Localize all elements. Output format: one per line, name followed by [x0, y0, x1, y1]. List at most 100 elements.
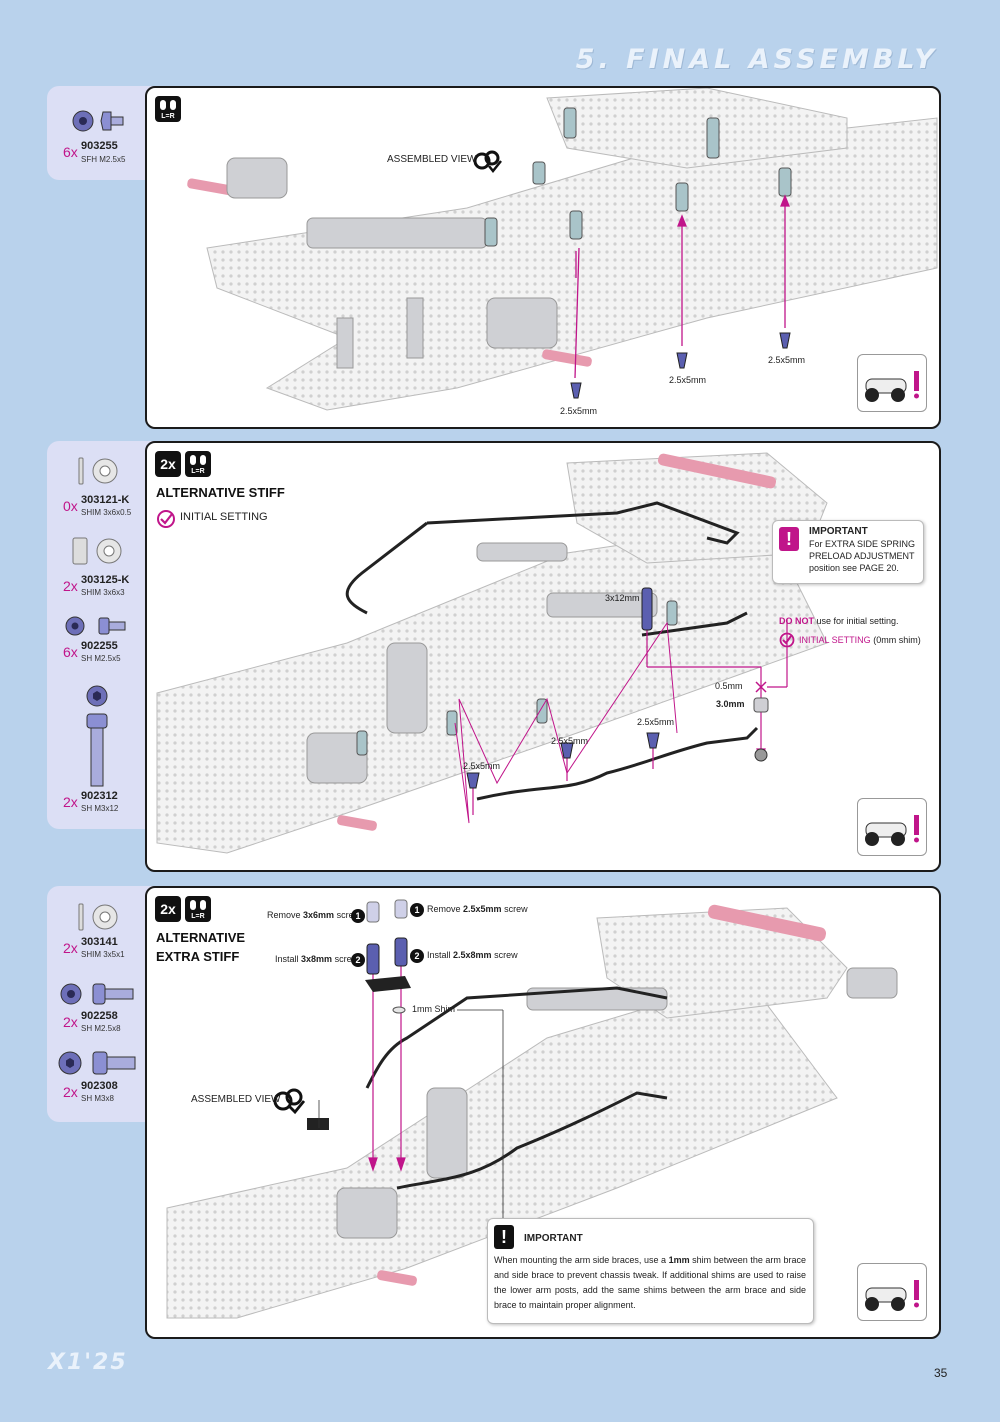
step3-panel: 2x L=R ALTERNATIVE EXTRA STIFF: [145, 886, 941, 1339]
part-number: 902258: [81, 1010, 118, 1022]
long-screw-icon: [86, 685, 108, 787]
shim-icon: [78, 457, 118, 485]
part-number: 902308: [81, 1080, 118, 1092]
chassis-illustration: [187, 88, 938, 411]
initial-setting-note: INITIAL SETTING (0mm shim): [799, 635, 921, 645]
screw-label: 2.5x5mm: [551, 736, 589, 746]
part-qty: 2x: [63, 794, 78, 810]
exclamation-icon: !: [779, 527, 799, 551]
important-text: shim between the arm brace and side brac…: [494, 1255, 806, 1310]
install-left-note: Install 3x8mm screw: [275, 954, 358, 964]
screw-word: screw: [504, 904, 528, 914]
part-number: 903255: [81, 140, 118, 152]
do-not-text: use for initial setting.: [816, 616, 899, 626]
assembled-view-icon: [273, 1088, 306, 1115]
shim-label: 1mm Shim: [412, 1004, 456, 1014]
install-right-note: Install 2.5x8mm screw: [427, 950, 518, 960]
brand-logo: X1'25: [48, 1350, 128, 1375]
flat-head-screw-icon: [72, 110, 124, 132]
page-number: 35: [934, 1366, 948, 1380]
screw-size: 3x8mm: [301, 954, 333, 964]
car-thumbnail-icon: [857, 1263, 927, 1321]
part-qty: 2x: [63, 1014, 78, 1030]
part-number: 303141: [81, 936, 118, 948]
step-number-badge: 1: [410, 903, 424, 917]
initial-setting-label: INITIAL SETTING: [180, 511, 268, 523]
step-number-badge: 1: [351, 909, 365, 923]
part-desc: SHIM 3x5x1: [81, 950, 125, 959]
section-title-line2: EXTRA STIFF: [156, 949, 240, 964]
screw-label: 2.5x5mm: [768, 355, 806, 365]
part-qty: 6x: [63, 144, 78, 160]
exclamation-icon: !: [494, 1225, 514, 1249]
zero-shim-text: (0mm shim): [873, 635, 921, 645]
part-qty: 0x: [63, 498, 78, 514]
multiplier-badge: 2x: [155, 451, 181, 477]
do-not-note: DO NOT use for initial setting.: [779, 616, 899, 626]
screw-size: 2.5x5mm: [463, 904, 502, 914]
screw-label: 2.5x5mm: [637, 717, 675, 727]
important-body: When mounting the arm side braces, use a…: [494, 1253, 806, 1313]
socket-head-screw-icon: [60, 983, 134, 1005]
part-number: 303121-K: [81, 494, 130, 506]
screw-word: screw: [334, 954, 359, 964]
part-number: 902255: [81, 640, 118, 652]
part-desc: SH M3x8: [81, 1094, 114, 1103]
assembled-view-icon: [473, 150, 502, 174]
socket-head-screw-icon: [58, 1051, 136, 1075]
multiplier-badge: 2x: [155, 896, 181, 922]
screw-label: 2.5x5mm: [669, 375, 707, 385]
important-text: PRELOAD ADJUSTMENT: [809, 551, 915, 561]
do-not-label: DO NOT: [779, 616, 814, 626]
part-qty: 6x: [63, 644, 78, 660]
part-desc: SHIM 3x6x3: [81, 588, 125, 597]
check-circle-icon: [779, 632, 795, 648]
screw-size: 3x6mm: [303, 910, 335, 920]
chassis-illustration: [156, 452, 828, 854]
install-verb: Install: [275, 954, 299, 964]
important-title: IMPORTANT: [809, 526, 868, 537]
socket-head-screw-icon: [65, 616, 126, 636]
part-desc: SH M2.5x8: [81, 1024, 121, 1033]
part-number: 902312: [81, 790, 118, 802]
important-callout: ! IMPORTANT When mounting the arm side b…: [487, 1218, 814, 1324]
part-desc: SFH M2.5x5: [81, 155, 126, 164]
lr-icon: L=R: [185, 451, 211, 477]
assembled-view-label: ASSEMBLED VIEW: [387, 154, 477, 165]
section-title: ALTERNATIVE STIFF: [156, 485, 285, 500]
install-verb: Install: [427, 950, 451, 960]
remove-left-note: Remove 3x6mm screw: [267, 910, 360, 920]
part-qty: 2x: [63, 940, 78, 956]
part-qty: 2x: [63, 578, 78, 594]
remove-verb: Remove: [267, 910, 301, 920]
initial-setting-label: INITIAL SETTING: [799, 635, 871, 645]
remove-verb: Remove: [427, 904, 461, 914]
screw-word: screw: [494, 950, 518, 960]
screw-word: screw: [336, 910, 361, 920]
part-desc: SH M2.5x5: [81, 654, 121, 663]
part-desc: SHIM 3x6x0.5: [81, 508, 132, 517]
screw-label: 3x12mm: [605, 593, 640, 603]
important-callout: ! IMPORTANT For EXTRA SIDE SPRING PRELOA…: [772, 520, 924, 584]
shim-icon: [72, 537, 122, 565]
step-number-badge: 2: [351, 953, 365, 967]
assembled-view-label: ASSEMBLED VIEW: [191, 1094, 281, 1105]
section-title-line1: ALTERNATIVE: [156, 930, 246, 945]
shim-label: 3.0mm: [716, 699, 745, 709]
step-number-badge: 2: [410, 949, 424, 963]
important-text: position see PAGE 20.: [809, 563, 899, 573]
important-title: IMPORTANT: [524, 1233, 583, 1244]
part-qty: 2x: [63, 1084, 78, 1100]
car-thumbnail-icon: [857, 354, 927, 412]
important-text: When mounting the arm side braces, use a: [494, 1255, 667, 1265]
part-desc: SH M3x12: [81, 804, 119, 813]
important-text: For EXTRA SIDE SPRING: [809, 539, 916, 549]
important-shim-size: 1mm: [668, 1255, 690, 1265]
car-thumbnail-icon: [857, 798, 927, 856]
screw-label: 2.5x5mm: [560, 406, 598, 416]
check-circle-icon: [157, 510, 175, 528]
shim-label: 0.5mm: [715, 681, 743, 691]
step2-panel: 2x L=R ALTERNATIVE STIFF INITIAL SETTING: [145, 441, 941, 872]
screw-label: 2.5x5mm: [463, 761, 501, 771]
step1-panel: L=R: [145, 86, 941, 429]
